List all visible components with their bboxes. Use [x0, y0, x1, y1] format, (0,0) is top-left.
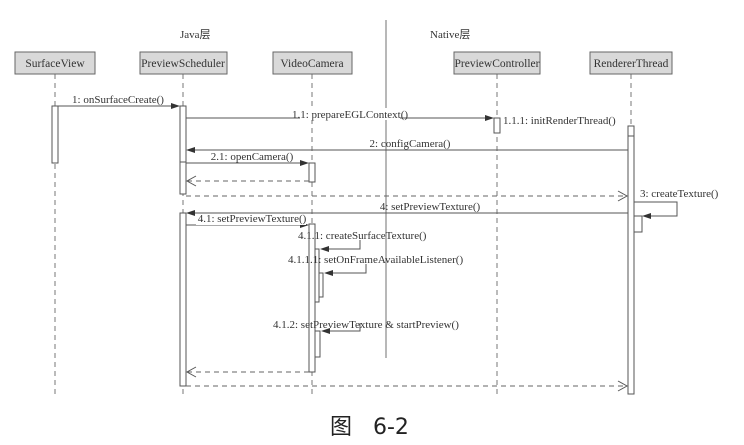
message-label: 4.1.1: createSurfaceTexture()	[298, 230, 427, 242]
message-4: 4: setPreviewTexture()	[186, 201, 628, 216]
native-layer-label: Native层	[430, 28, 470, 41]
message-4-1-1: 4.1.1: createSurfaceTexture()	[298, 230, 427, 252]
activation-videocamera-nested-3	[314, 330, 321, 358]
activation-rendererthread	[627, 125, 635, 395]
participant-label: SurfaceView	[25, 58, 85, 70]
message-label: 3: createTexture()	[640, 188, 719, 200]
participant-label: RendererThread	[594, 58, 669, 70]
participant-videocamera: VideoCamera	[272, 51, 353, 75]
message-1-1-1-label: 1.1.1: initRenderThread()	[503, 115, 616, 127]
message-1-1: 1.1: prepareEGLContext()	[186, 108, 494, 121]
activation-previewscheduler-1	[179, 105, 187, 164]
activation-surfaceview	[51, 105, 59, 164]
message-label: 4.1.1.1: setOnFrameAvailableListener()	[288, 254, 463, 266]
return-2-1	[185, 175, 309, 187]
participant-surfaceview: SurfaceView	[14, 51, 96, 75]
participant-label: VideoCamera	[280, 58, 343, 70]
figure-caption-prefix: 图	[330, 415, 352, 440]
figure-caption-number: 6-2	[373, 415, 409, 440]
message-label: 4.1: setPreviewTexture()	[198, 213, 307, 225]
message-4-1-2: 4.1.2: setPreviewTexture & startPreview(…	[273, 319, 459, 334]
activation-rendererthread-nested	[633, 215, 643, 233]
message-3: 3: createTexture()	[634, 188, 719, 219]
message-label: 2: configCamera()	[370, 138, 451, 150]
message-label: 1.1: prepareEGLContext()	[292, 109, 408, 121]
participant-label: PreviewScheduler	[141, 58, 225, 70]
message-4-1: 4.1: setPreviewTexture()	[186, 213, 309, 228]
return-4-1	[185, 366, 309, 378]
activation-previewscheduler-3	[179, 212, 187, 387]
activation-previewscheduler-2	[179, 161, 187, 195]
message-4-1-1-1: 4.1.1.1: setOnFrameAvailableListener()	[288, 254, 463, 276]
message-2: 2: configCamera()	[186, 138, 628, 153]
message-label: 4.1.2: setPreviewTexture & startPreview(…	[273, 319, 459, 331]
participant-label: PreviewController	[455, 58, 540, 70]
return-2	[186, 190, 629, 202]
message-1: 1: onSurfaceCreate()	[58, 94, 180, 109]
activation-previewcontroller	[493, 117, 501, 134]
message-label: 4: setPreviewTexture()	[380, 201, 481, 213]
message-label: 1: onSurfaceCreate()	[72, 94, 164, 106]
java-layer-label: Java层	[180, 28, 211, 41]
participant-previewcontroller: PreviewController	[453, 51, 541, 75]
message-label: 2.1: openCamera()	[211, 151, 294, 163]
participant-previewscheduler: PreviewScheduler	[139, 51, 228, 75]
activation-videocamera-nested-2	[318, 272, 324, 298]
return-4	[186, 380, 629, 392]
message-2-1: 2.1: openCamera()	[186, 151, 309, 166]
activation-videocamera-1	[308, 162, 316, 183]
activation-videocamera-2	[308, 223, 316, 373]
participant-rendererthread: RendererThread	[589, 51, 673, 75]
